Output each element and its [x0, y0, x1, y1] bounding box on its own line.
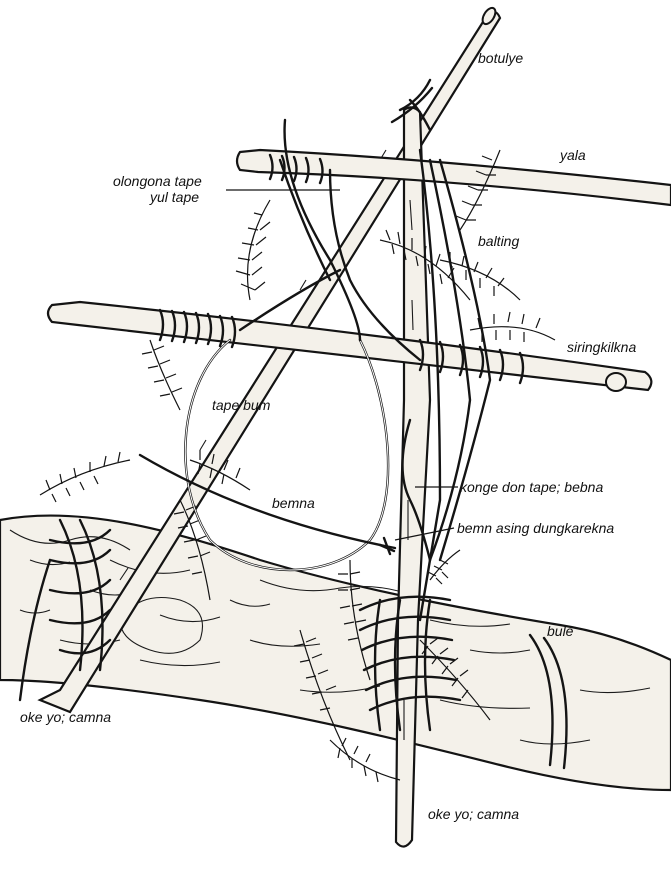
label-yul-tape: yul tape: [149, 189, 199, 205]
label-bemna: bemna: [272, 495, 315, 511]
label-yala: yala: [559, 147, 586, 163]
label-balting: balting: [478, 233, 519, 249]
label-oke-yo-camna-bottom: oke yo; camna: [428, 806, 519, 822]
label-tape-bum: tape bum: [212, 397, 271, 413]
label-bule: bule: [547, 623, 574, 639]
yala-stick: [237, 150, 671, 205]
label-botulye: botulye: [478, 50, 523, 66]
siringkilkna-stick: [48, 302, 651, 391]
label-konge-don-tape-bebna: konge don tape; bebna: [460, 479, 603, 495]
label-olongona-tape: olongona tape: [113, 173, 202, 189]
label-bemn-asing-dungkarekna: bemn asing dungkarekna: [457, 520, 614, 536]
label-oke-yo-camna-left: oke yo; camna: [20, 709, 111, 725]
label-siringkilkna: siringkilkna: [567, 339, 636, 355]
